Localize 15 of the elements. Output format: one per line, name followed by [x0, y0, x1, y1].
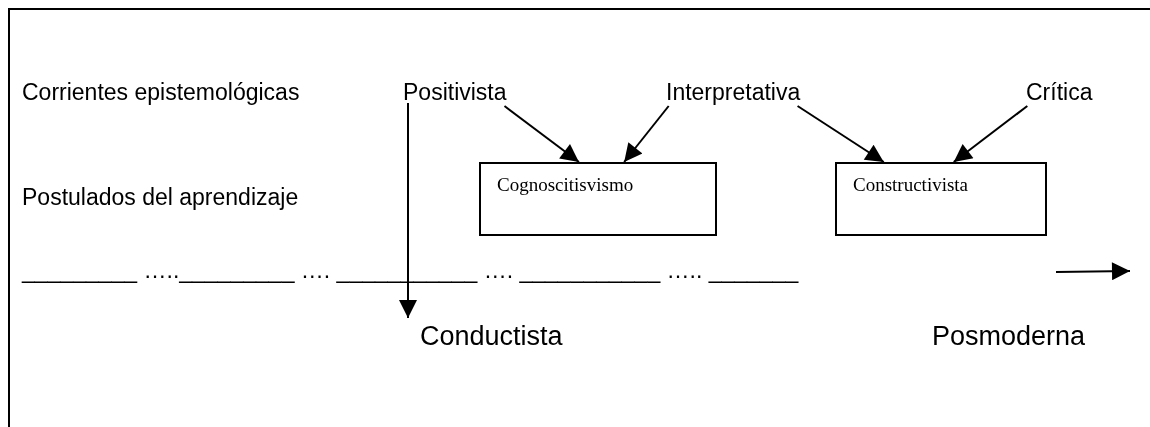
arrow	[503, 105, 580, 163]
category-label: Crítica	[1026, 78, 1093, 106]
category-label: Conductista	[420, 322, 563, 350]
arrow	[623, 105, 670, 163]
category-label: Posmoderna	[932, 322, 1086, 350]
row-label: Postulados del aprendizaje	[22, 183, 299, 211]
arrow	[952, 105, 1029, 163]
category-label: Interpretativa	[666, 78, 801, 106]
process-box: Constructivista	[835, 162, 1047, 236]
process-box: Cognoscitisvismo	[479, 162, 717, 236]
arrow	[399, 102, 417, 319]
category-label: Positivista	[403, 78, 507, 106]
row-label: Corrientes epistemológicas	[22, 78, 300, 106]
timeline-text: _________ ….._________ …. ___________ …. ___________ ….. _______	[22, 256, 799, 284]
arrow	[796, 105, 885, 163]
